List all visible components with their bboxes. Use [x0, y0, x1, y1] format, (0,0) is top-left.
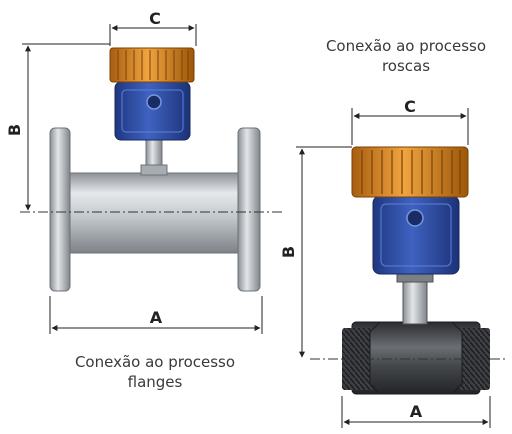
- flanged-cap: [109, 47, 195, 83]
- flanged-caption-line2: flanges: [127, 373, 183, 391]
- threaded-dimensions: [296, 108, 491, 428]
- threaded-caption: Conexão ao processo roscas: [300, 36, 512, 76]
- threaded-caption-line1: Conexão ao processo: [325, 37, 487, 55]
- dim-label-a-left: A: [150, 308, 163, 327]
- threaded-cap: [351, 146, 469, 198]
- dim-label-b-left: B: [5, 124, 24, 136]
- flanged-body: [61, 172, 251, 254]
- flanged-caption-line1: Conexão ao processo: [74, 353, 236, 371]
- cable-gland-icon: [146, 94, 162, 110]
- left-flange: [49, 127, 71, 292]
- flanged-dimensions: [22, 24, 263, 334]
- threaded-housing: [372, 195, 460, 275]
- threaded-neck: [402, 277, 428, 325]
- threaded-meter: [310, 146, 505, 395]
- threaded-caption-line2: roscas: [381, 57, 431, 75]
- flanged-housing: [114, 81, 191, 141]
- dim-label-c-left: C: [149, 9, 161, 28]
- flanged-meter: [20, 47, 282, 292]
- flanged-caption: Conexão ao processo flanges: [30, 352, 280, 392]
- dim-label-b-right: B: [279, 246, 298, 258]
- dim-label-a-right: A: [410, 402, 423, 421]
- dim-label-c-right: C: [404, 97, 416, 116]
- threaded-cable-gland-icon: [406, 209, 424, 227]
- right-flange: [237, 127, 261, 292]
